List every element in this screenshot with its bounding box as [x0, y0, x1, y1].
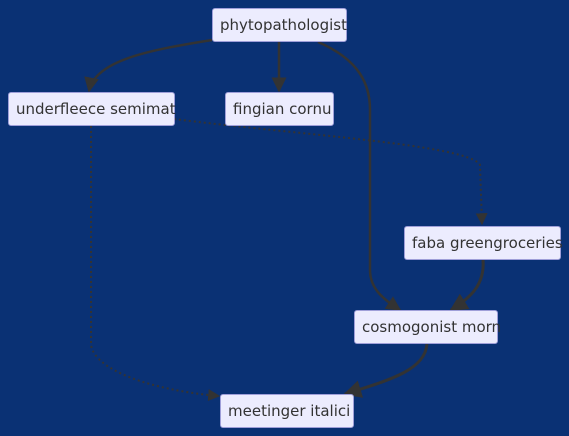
node-underfleece-semimat[interactable]: underfleece semimat: [8, 92, 176, 126]
node-cosmogonist-morn[interactable]: cosmogonist morn: [354, 310, 501, 344]
node-faba-greengroceries[interactable]: faba greengroceries: [404, 226, 563, 260]
edge-cosmogonist-morn-to-meetinger-italici: [343, 343, 429, 398]
edge-underfleece-semimat-to-meetinger-italici: [90, 126, 221, 402]
edge-phytopathologist-to-underfleece-semimat: [84, 38, 213, 93]
edge-faba-greengroceries-to-cosmogonist-morn: [449, 259, 485, 312]
node-phytopathologist[interactable]: phytopathologist: [212, 8, 347, 42]
edge-underfleece-semimat-to-faba-greengroceries: [173, 118, 488, 226]
edge-phytopathologist-to-cosmogonist-morn: [317, 40, 402, 312]
node-fingian-cornu[interactable]: fingian cornu: [225, 92, 334, 126]
node-meetinger-italici[interactable]: meetinger italici: [220, 394, 354, 428]
